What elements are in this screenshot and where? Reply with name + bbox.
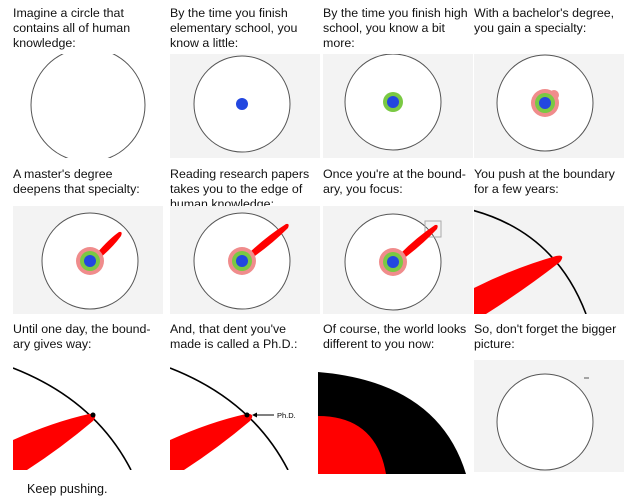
panel-7: Once you're at the bound-ary, you focus: [323, 167, 473, 321]
panel-5: A master's degree deepens that specialty… [13, 167, 163, 321]
panel-illustration [13, 360, 163, 470]
panel-4: With a bachelor's degree, you gain a spe… [474, 6, 624, 160]
panel-3: By the time you finish high school, you … [323, 6, 473, 160]
dent-point [90, 412, 96, 418]
panel-illustration [474, 206, 624, 314]
dent-point [244, 412, 250, 418]
specialty-spike [400, 224, 438, 259]
panel-illustration [323, 206, 473, 314]
panel-illustration [474, 54, 624, 158]
specialty-spike [474, 255, 563, 314]
panel-caption: And, that dent you've made is called a P… [170, 322, 298, 351]
boundary-arc [474, 209, 587, 314]
panel-caption: Of course, the world looks different to … [323, 322, 467, 351]
specialty-spike [97, 231, 122, 258]
panel-1: Imagine a circle that contains all of hu… [13, 6, 163, 160]
specialty-spike [13, 413, 96, 470]
phd-label: Ph.D. [277, 411, 296, 420]
panel-10: And, that dent you've made is called a P… [170, 322, 320, 476]
panel-illustration [318, 372, 466, 474]
phd-arrowhead [252, 412, 257, 418]
focus-box [424, 220, 442, 238]
panel-illustration [13, 206, 163, 314]
panel-2: By the time you finish elementary school… [170, 6, 320, 160]
panel-caption: By the time you finish elementary school… [170, 6, 298, 50]
panel-illustration [13, 54, 163, 158]
boundary-arc [170, 367, 289, 470]
elementary-dot [236, 98, 248, 110]
knowledge-circle [496, 373, 594, 471]
panel-9: Until one day, the bound-ary gives way: [13, 322, 163, 476]
panel-illustration [170, 54, 320, 158]
panel-illustration [170, 206, 320, 314]
footer-text: Keep pushing. [27, 482, 108, 496]
panel-caption: Until one day, the bound-ary gives way: [13, 322, 151, 351]
specialty-spike [170, 413, 253, 470]
panel-11: Of course, the world looks different to … [318, 322, 468, 476]
panel-caption: A master's degree deepens that specialty… [13, 167, 140, 196]
panel-caption: By the time you finish high school, you … [323, 6, 468, 50]
elementary-dot [236, 255, 248, 267]
elementary-dot [539, 97, 551, 109]
panel-illustration [474, 360, 624, 472]
panel-caption: Once you're at the bound-ary, you focus: [323, 167, 466, 196]
panel-8: You push at the boundary for a few years… [474, 167, 624, 321]
panel-illustration [323, 54, 473, 158]
panel-caption: So, don't forget the bigger picture: [474, 322, 617, 351]
panel-6: Reading research papers takes you to the… [170, 167, 320, 321]
elementary-dot [387, 96, 399, 108]
panel-caption: With a bachelor's degree, you gain a spe… [474, 6, 615, 35]
panel-caption: You push at the boundary for a few years… [474, 167, 615, 196]
panel-caption: Imagine a circle that contains all of hu… [13, 6, 131, 50]
panel-12: So, don't forget the bigger picture: [474, 322, 624, 476]
elementary-dot [84, 255, 96, 267]
boundary-arc [13, 367, 132, 470]
specialty-spike [249, 223, 289, 258]
panel-illustration: Ph.D. [170, 360, 320, 470]
elementary-dot [387, 256, 399, 268]
specialty-area [318, 416, 386, 474]
knowledge-circle [30, 54, 146, 158]
